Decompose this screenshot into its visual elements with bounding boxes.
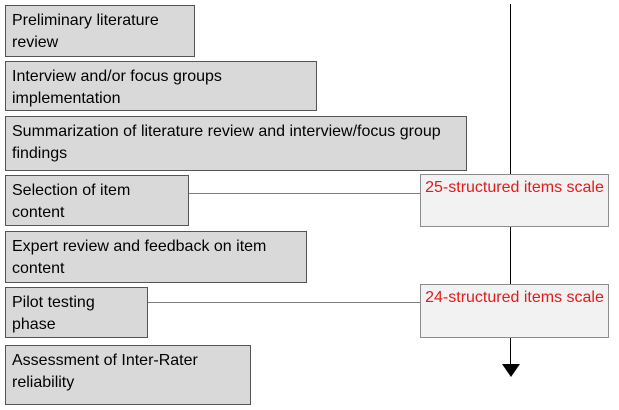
output-box-2: 24-structured items scale [420,284,609,338]
step-box-7: Assessment of Inter-Rater reliability [5,345,251,405]
step-label: Assessment of Inter-Rater reliability [12,352,198,391]
step-box-5: Expert review and feedback on item conte… [5,231,307,283]
step-box-3: Summarization of literature review and i… [5,116,467,171]
output-box-1: 25-structured items scale [420,174,609,227]
step-box-1: Preliminary literature review [5,5,195,57]
step-label: Expert review and feedback on item conte… [12,238,267,277]
output-label: 25-structured items scale [425,179,604,196]
step-box-4: Selection of item content [5,175,189,226]
connector-line-selection [189,193,420,194]
step-label: Interview and/or focus groups implementa… [12,68,222,107]
timeline-arrowhead [502,364,520,377]
step-box-2: Interview and/or focus groups implementa… [5,61,317,111]
connector-line-pilot [148,302,420,303]
step-label: Selection of item content [12,182,131,221]
step-label: Summarization of literature review and i… [12,123,441,162]
step-label: Preliminary literature review [12,12,159,51]
step-box-6: Pilot testing phase [5,287,148,338]
step-label: Pilot testing phase [12,294,95,333]
output-label: 24-structured items scale [425,289,604,306]
